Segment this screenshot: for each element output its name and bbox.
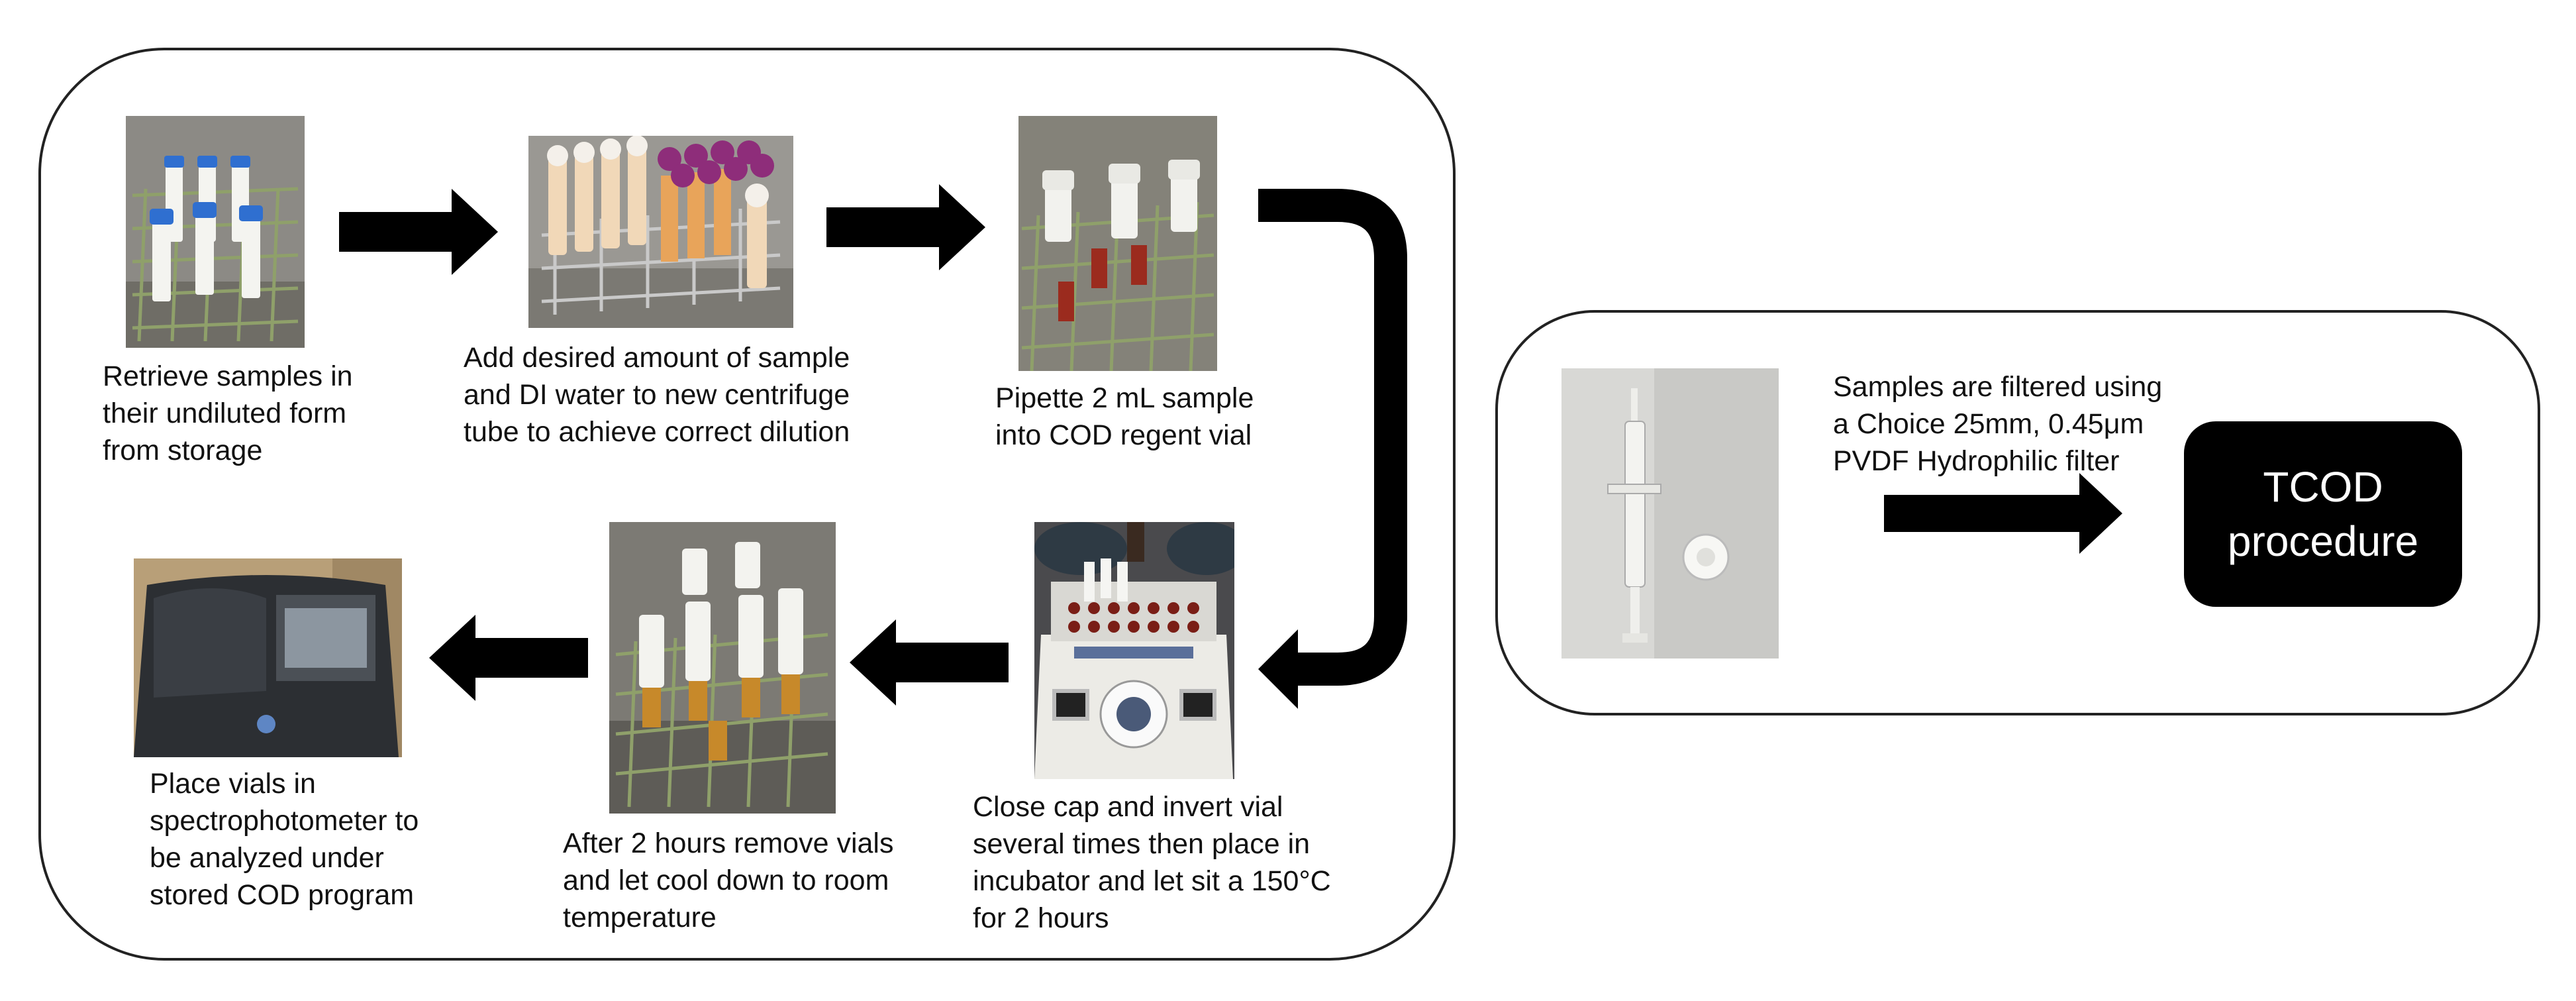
step-caption-analyze: Place vials in spectrophotometer to be a…	[150, 768, 419, 911]
arrow-left-icon	[850, 619, 1009, 706]
tcod-procedure-box: TCOD procedure	[2184, 421, 2462, 607]
cooling-vials-photo	[609, 522, 836, 814]
arrow-left-icon	[429, 615, 588, 701]
cod-vials-photo	[1018, 116, 1217, 371]
step-caption-incubate: Close cap and invert vial several times …	[973, 791, 1331, 934]
centrifuge-tubes-photo	[528, 136, 793, 328]
step-caption-cool: After 2 hours remove vials and let cool …	[563, 827, 894, 933]
arrow-right-icon	[826, 184, 985, 270]
sample-rack-photo	[126, 116, 305, 348]
step-caption-dilute: Add desired amount of sample and DI wate…	[464, 342, 850, 448]
arrow-right-icon	[1884, 473, 2122, 554]
cod-reactor-photo	[1034, 522, 1234, 779]
step-caption-retrieve: Retrieve samples in their undiluted form…	[103, 360, 353, 466]
spectrophotometer-photo	[134, 558, 402, 757]
step-caption-pipette: Pipette 2 mL sample into COD regent vial	[995, 382, 1254, 451]
arrow-right-icon	[339, 189, 498, 275]
filter-caption: Samples are filtered using a Choice 25mm…	[1833, 371, 2163, 477]
syringe-filter-photo	[1561, 368, 1779, 659]
u-turn-arrow-icon	[1258, 189, 1417, 719]
